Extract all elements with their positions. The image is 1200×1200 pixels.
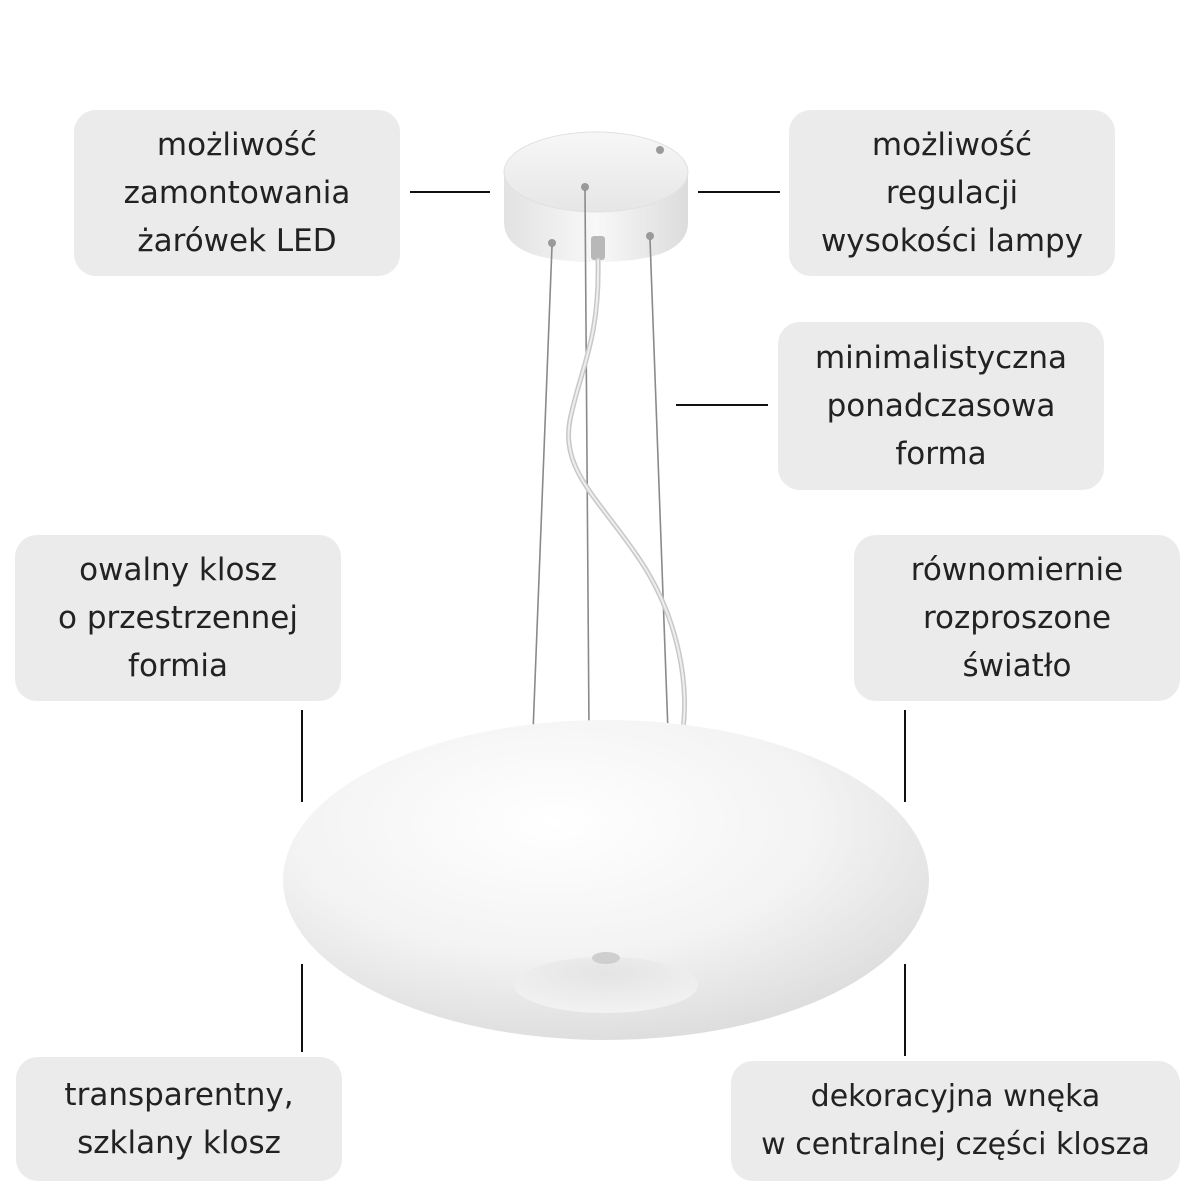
suspension-wires — [532, 189, 669, 733]
callout-line: szklany klosz — [77, 1125, 281, 1161]
callout-minimal-form: minimalistyczna ponadczasowa forma — [778, 322, 1104, 490]
callout-line: ponadczasowa — [826, 388, 1056, 424]
leader-line-height — [698, 191, 780, 193]
leader-line-led — [410, 191, 490, 193]
callout-line: regulacji — [885, 175, 1019, 211]
callout-line: wysokości lampy — [820, 223, 1084, 259]
callout-line: dekoracyjna wnęka — [810, 1079, 1101, 1114]
callout-line: możliwość — [871, 127, 1033, 163]
callout-line: możliwość — [156, 127, 318, 163]
callout-line: minimalistyczna — [814, 340, 1068, 376]
callout-height-adjust: możliwość regulacji wysokości lampy — [789, 110, 1115, 276]
callout-line: o przestrzennej — [58, 600, 298, 636]
leader-line-glass — [301, 964, 303, 1052]
callout-line: owalny klosz — [79, 552, 277, 588]
decorative-recess — [514, 957, 698, 1013]
callout-led-bulbs: możliwość zamontowania żarówek LED — [74, 110, 400, 276]
callout-line: zamontowania — [123, 175, 351, 211]
callout-line: w centralnej części klosza — [761, 1127, 1150, 1162]
callout-glass-shade: transparentny, szklany klosz — [16, 1057, 342, 1181]
callout-line: światło — [962, 648, 1072, 684]
callout-line: forma — [895, 436, 987, 472]
callout-decorative-recess: dekoracyjna wnęka w centralnej części kl… — [731, 1061, 1180, 1181]
lamp-shade — [283, 720, 929, 1040]
callout-oval-shade: owalny klosz o przestrzennej formia — [15, 535, 341, 701]
callout-line: transparentny, — [64, 1077, 294, 1113]
callout-line: rozproszone — [922, 600, 1112, 636]
ceiling-canopy — [503, 131, 689, 262]
leader-line-oval — [301, 710, 303, 802]
callout-line: równomiernie — [910, 552, 1124, 588]
leader-line-recess — [904, 964, 906, 1056]
callout-line: formia — [128, 648, 228, 684]
leader-line-form — [676, 404, 768, 406]
callout-line: żarówek LED — [137, 223, 337, 259]
callout-diffused-light: równomiernie rozproszone światło — [854, 535, 1180, 701]
leader-line-light — [904, 710, 906, 802]
